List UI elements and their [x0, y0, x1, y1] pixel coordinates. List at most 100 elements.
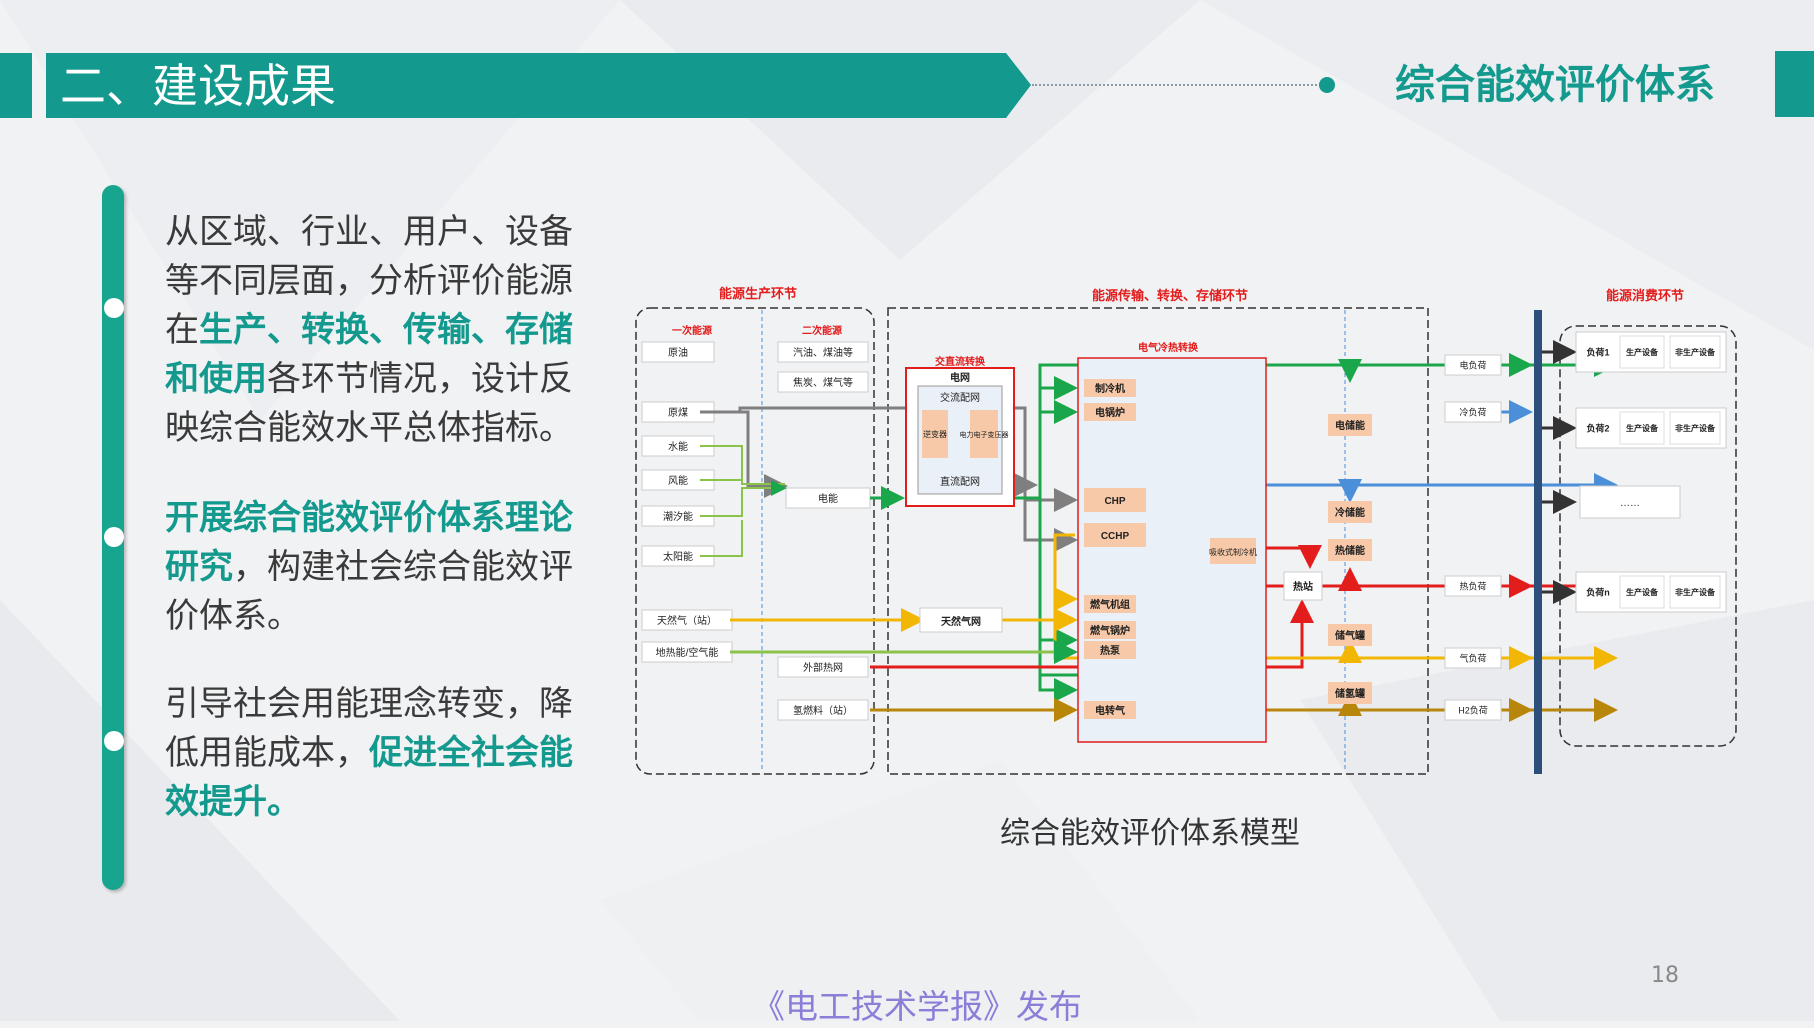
energy-bus [1534, 310, 1542, 774]
secondary-source-0-box [777, 341, 869, 363]
consumer-ellipsis: …… [1620, 498, 1640, 509]
conv-device-4-box [1084, 595, 1136, 613]
bullet-paragraph-2: 开展综合能效评价体系理论研究，构建社会综合能效评价体系。 [165, 494, 605, 641]
storage-0-box [1328, 414, 1372, 436]
header-divider-line [1032, 84, 1324, 86]
primary-source-5: 太阳能 [663, 550, 693, 563]
heat-station-box [1283, 571, 1323, 601]
inverter-box [922, 410, 948, 458]
primary-source-3: 风能 [668, 474, 688, 487]
power-transformer-box [970, 410, 998, 458]
secondary-energy-label: 二次能源 [802, 324, 842, 337]
load-4: H2负荷 [1458, 705, 1488, 716]
bullet-3-highlight: 促进全社会能效提升。 [165, 733, 573, 822]
primary-source-0-box [641, 341, 715, 363]
consumer-0-prod-box [1619, 335, 1665, 369]
storage-1-box [1328, 501, 1372, 523]
header-left-stub [0, 53, 32, 118]
absorption-chiller-box [1210, 538, 1256, 564]
load-1-box [1444, 401, 1502, 423]
primary-source-1: 原煤 [668, 406, 688, 419]
conv-device-5: 燃气锅炉 [1090, 624, 1130, 637]
bullet-3-text: 引导社会用能理念转变，降低用能成本， [165, 684, 573, 773]
gas-grid-label: 天然气网 [941, 615, 981, 628]
conv-device-1: 电锅炉 [1095, 406, 1125, 419]
load-1: 冷负荷 [1459, 407, 1486, 418]
conv-device-0: 制冷机 [1095, 382, 1125, 395]
ac-dc-title: 交直流转换 [935, 355, 986, 368]
storage-4: 储氢罐 [1334, 687, 1365, 700]
secondary-source-3: 外部热网 [803, 661, 843, 674]
conv-device-7: 电转气 [1095, 704, 1125, 717]
primary-source-6: 天然气（站） [657, 614, 717, 627]
consumer-3-prod-box [1619, 575, 1665, 609]
conv-device-6-box [1084, 641, 1136, 659]
storage-3-box [1328, 624, 1372, 646]
header-right-stub [1775, 51, 1814, 117]
energy-efficiency-model-diagram: 能源生产环节 能源传输、转换、存储环节 能源消费环节 一次能源 二次能源 原油原… [635, 286, 1737, 775]
section-consumption-label: 能源消费环节 [1606, 288, 1684, 303]
primary-source-0: 原油 [668, 346, 688, 359]
conv-device-4: 燃气机组 [1090, 598, 1130, 611]
conv-device-1-box [1084, 403, 1136, 421]
load-0-box [1444, 354, 1502, 376]
storage-0: 电储能 [1335, 419, 1365, 432]
secondary-source-3-box [777, 656, 869, 678]
load-0: 电负荷 [1459, 360, 1486, 371]
consumer-3-prod: 生产设备 [1626, 587, 1659, 597]
section-title: 二、建设成果 [60, 59, 336, 113]
conv-device-7-box [1084, 701, 1136, 719]
consumer-1-nonprod-box [1669, 411, 1721, 445]
rail-dot-2 [104, 527, 124, 547]
header-divider-dot [1319, 77, 1335, 93]
consumer-3-nonprod: 非生产设备 [1675, 587, 1716, 597]
power-transformer-label: 电力电子变压器 [960, 430, 1009, 439]
secondary-source-4: 氢燃料（站） [793, 704, 853, 717]
load-2-box [1444, 575, 1502, 597]
secondary-source-1: 焦炭、煤气等 [793, 376, 853, 389]
bullet-1-highlight: 生产、转换、传输、存储和使用 [165, 310, 573, 399]
bullet-2-text: ，构建社会综合能效评价体系。 [165, 547, 573, 636]
consumer-1-prod: 生产设备 [1626, 423, 1659, 433]
storage-1: 冷储能 [1335, 506, 1365, 519]
load-2: 热负荷 [1459, 581, 1486, 592]
rail-dot-1 [104, 298, 124, 318]
absorption-chiller-label: 吸收式制冷机 [1209, 547, 1257, 557]
section-transmission-label: 能源传输、转换、存储环节 [1092, 288, 1248, 303]
consumer-ellipsis-box [1579, 485, 1681, 519]
heat-station-label: 热站 [1293, 580, 1313, 593]
rail-dot-3 [104, 731, 124, 751]
slide-topic-title: 综合能效评价体系 [1395, 62, 1715, 108]
consumer-3-nonprod-box [1669, 575, 1721, 609]
publisher-footer: 《电工技术学报》发布 [752, 987, 1082, 1026]
load-3: 气负荷 [1459, 653, 1486, 664]
inverter-label: 逆变器 [923, 429, 947, 439]
transmission-region [887, 307, 1429, 775]
bullet-paragraph-3: 引导社会用能理念转变，降低用能成本，促进全社会能效提升。 [165, 680, 605, 827]
primary-source-7: 地热能/空气能 [656, 646, 719, 659]
bullet-1-text-a: 从区域、行业、用户、设备等不同层面，分析评价能源在 [165, 212, 573, 350]
page-number: 18 [1651, 963, 1679, 988]
secondary-source-2: 电能 [818, 492, 838, 505]
consumer-1-nonprod: 非生产设备 [1675, 423, 1716, 433]
consumer-0-load: 负荷1 [1586, 347, 1609, 358]
production-region [635, 307, 875, 775]
primary-source-2: 水能 [668, 440, 688, 453]
storage-2-box [1328, 539, 1372, 561]
bullet-2-highlight: 开展综合能效评价体系理论研究 [165, 498, 573, 587]
primary-source-4: 潮汐能 [663, 510, 693, 523]
conv-device-0-box [1084, 379, 1136, 397]
conv-device-2: CHP [1104, 496, 1125, 507]
section-title-bar [46, 53, 1031, 118]
gas-grid-box [919, 607, 1003, 633]
secondary-source-4-box [777, 699, 869, 721]
ac-grid-label: 交流配网 [940, 391, 980, 404]
storage-4-box [1328, 682, 1372, 704]
conv-device-2-box [1084, 488, 1146, 512]
consumption-region [1559, 325, 1737, 747]
